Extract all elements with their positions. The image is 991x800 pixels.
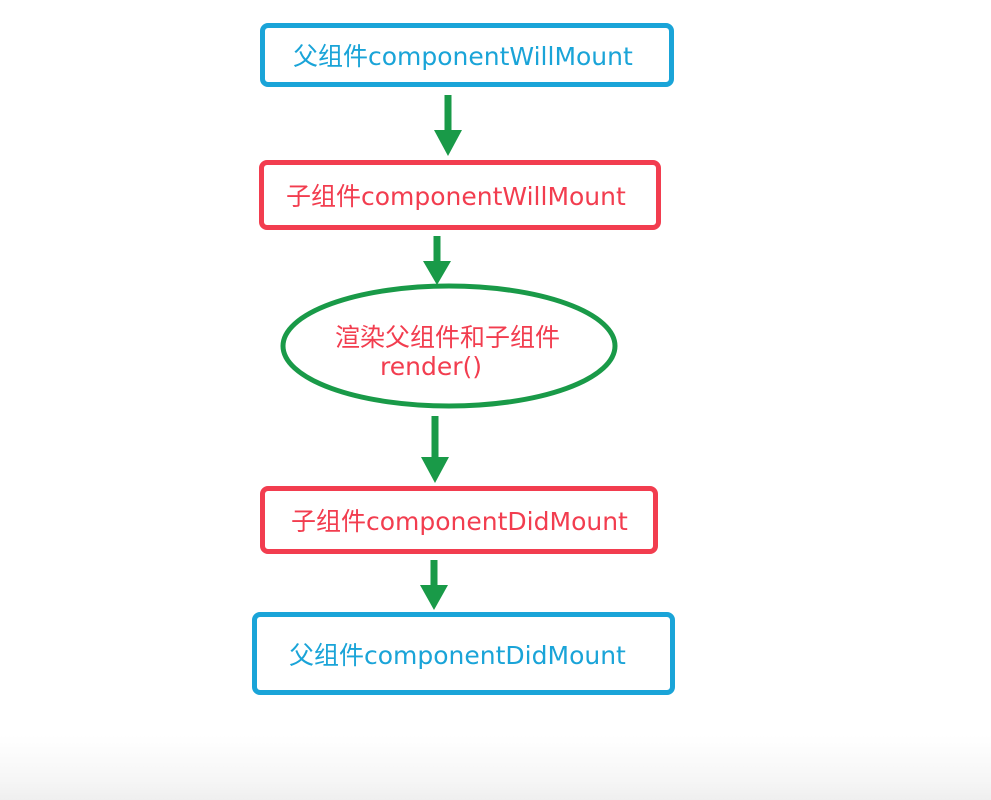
arrow-4 bbox=[420, 560, 448, 610]
render-label-line2: render() bbox=[380, 352, 482, 381]
parent-did-mount-label: 父组件componentDidMount bbox=[289, 640, 626, 670]
arrow-2 bbox=[423, 236, 451, 285]
parent-will-mount-label: 父组件componentWillMount bbox=[293, 42, 633, 71]
arrow-1 bbox=[434, 95, 462, 156]
bottom-shadow bbox=[0, 735, 991, 800]
child-will-mount-label: 子组件componentWillMount bbox=[286, 182, 626, 211]
render-label-line1: 渲染父组件和子组件 bbox=[335, 323, 561, 352]
parent-did-mount-node: 父组件componentDidMount bbox=[252, 612, 675, 695]
parent-will-mount-node: 父组件componentWillMount bbox=[260, 23, 674, 87]
child-did-mount-node: 子组件componentDidMount bbox=[260, 486, 658, 554]
child-will-mount-node: 子组件componentWillMount bbox=[259, 160, 661, 230]
child-did-mount-label: 子组件componentDidMount bbox=[291, 507, 628, 536]
render-ellipse bbox=[280, 283, 618, 409]
arrow-3 bbox=[421, 416, 449, 483]
